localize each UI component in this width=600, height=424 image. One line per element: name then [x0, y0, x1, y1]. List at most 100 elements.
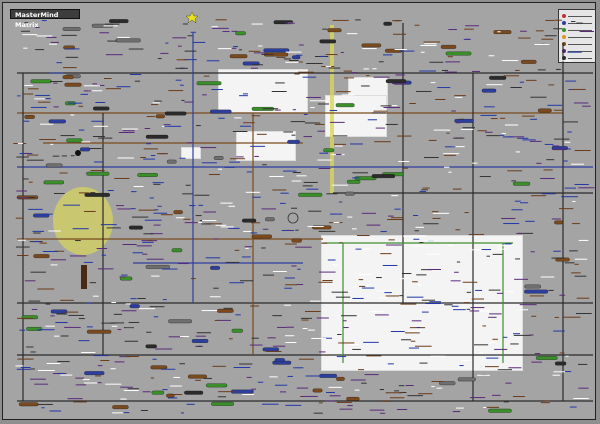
pathway-node	[274, 358, 285, 363]
label-mark	[59, 172, 68, 174]
label-mark	[443, 154, 456, 156]
label-mark	[450, 280, 461, 282]
label-mark	[50, 80, 63, 82]
label-mark	[24, 152, 30, 154]
label-mark	[132, 216, 149, 218]
label-mark	[283, 170, 297, 172]
label-mark	[330, 213, 343, 215]
label-mark	[318, 271, 336, 273]
label-mark	[339, 408, 353, 410]
label-mark	[16, 190, 27, 192]
label-mark	[326, 193, 338, 195]
pathway-node	[109, 19, 129, 24]
label-mark	[229, 282, 245, 284]
pathway-node	[439, 381, 456, 386]
legend-item	[562, 28, 594, 32]
label-mark	[50, 264, 58, 266]
label-mark	[477, 374, 490, 376]
pathway-node	[112, 405, 129, 410]
label-mark	[515, 69, 520, 71]
label-mark	[197, 345, 202, 347]
label-mark	[39, 242, 47, 244]
label-mark	[95, 375, 101, 377]
label-mark	[296, 284, 304, 286]
label-mark	[302, 395, 318, 397]
label-mark	[157, 205, 162, 207]
label-mark	[326, 391, 335, 393]
label-mark	[488, 55, 495, 57]
label-mark	[78, 318, 85, 320]
label-mark	[45, 303, 51, 305]
label-mark	[576, 22, 583, 24]
label-mark	[482, 325, 487, 327]
label-mark	[163, 124, 171, 126]
label-mark	[530, 96, 547, 98]
label-mark	[390, 331, 405, 333]
label-mark	[123, 412, 130, 414]
label-mark	[205, 257, 221, 259]
label-mark	[401, 273, 412, 275]
label-mark	[284, 304, 291, 306]
label-mark	[284, 277, 295, 279]
label-mark	[513, 333, 521, 335]
pathway-node	[327, 28, 342, 33]
label-mark	[216, 319, 232, 321]
star-icon	[185, 11, 199, 24]
label-mark	[432, 211, 439, 213]
label-mark	[444, 71, 458, 73]
label-mark	[186, 403, 195, 405]
label-mark	[529, 334, 534, 336]
label-mark	[306, 63, 323, 65]
label-mark	[466, 308, 471, 310]
label-mark	[239, 125, 252, 127]
pathway-node	[457, 377, 476, 382]
label-mark	[578, 187, 595, 189]
label-mark	[105, 23, 120, 25]
label-mark	[215, 224, 227, 226]
label-mark	[37, 403, 53, 405]
label-mark	[575, 313, 592, 315]
pathway-node	[84, 192, 110, 197]
label-mark	[195, 215, 202, 217]
label-mark	[551, 218, 561, 220]
label-mark	[475, 289, 483, 291]
legend-swatch	[562, 21, 566, 25]
label-mark	[483, 406, 487, 408]
label-mark	[92, 83, 98, 85]
label-mark	[63, 67, 77, 69]
label-mark	[64, 326, 81, 328]
pathway-node	[164, 111, 187, 116]
legend-swatch	[562, 28, 566, 32]
pathway-network	[13, 11, 595, 414]
label-mark	[298, 61, 303, 63]
label-mark	[286, 326, 294, 328]
label-mark	[352, 177, 360, 179]
label-mark	[126, 356, 139, 358]
label-mark	[553, 109, 563, 111]
label-mark	[243, 230, 252, 232]
diagram-canvas: MasterMind Matrix	[2, 2, 596, 420]
pathway-node	[323, 148, 335, 153]
label-mark	[346, 33, 358, 35]
label-mark	[474, 344, 489, 346]
highlight-pathway	[330, 25, 334, 193]
label-mark	[444, 166, 450, 168]
label-mark	[378, 61, 384, 63]
label-mark	[554, 316, 559, 318]
label-mark	[574, 263, 579, 265]
label-mark	[413, 238, 420, 240]
label-mark	[153, 316, 159, 318]
label-mark	[275, 82, 285, 84]
label-mark	[455, 229, 461, 231]
label-mark	[117, 36, 130, 38]
label-mark	[203, 75, 210, 77]
label-mark	[235, 314, 241, 316]
label-mark	[70, 155, 75, 157]
label-mark	[518, 37, 531, 39]
label-mark	[395, 74, 405, 76]
pathway-node	[24, 115, 35, 119]
label-mark	[287, 375, 293, 377]
label-mark	[37, 369, 55, 371]
label-mark	[130, 304, 139, 306]
label-mark	[86, 302, 92, 304]
